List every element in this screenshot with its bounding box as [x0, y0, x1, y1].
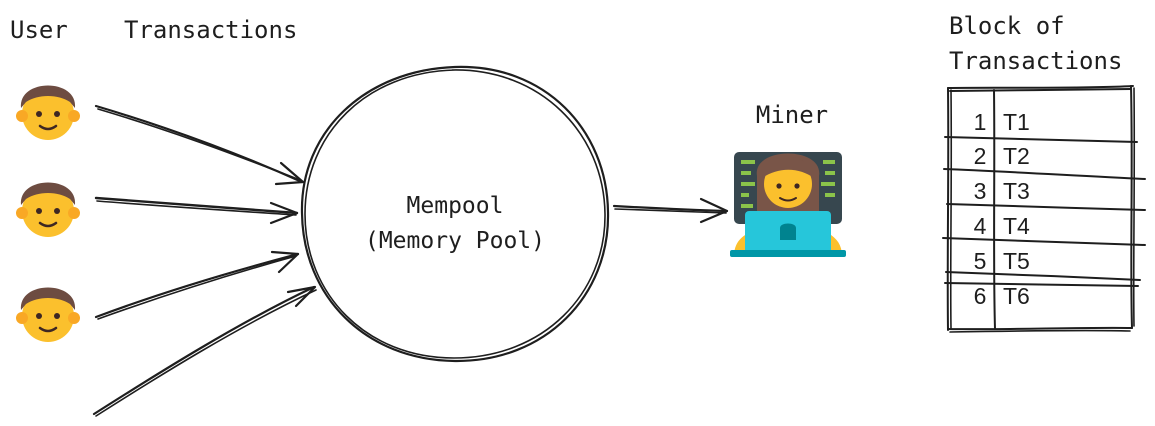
mempool-title: Mempool [407, 193, 504, 219]
block-row-5-index: 5 [974, 248, 987, 274]
block-row-3-tx: T3 [1003, 178, 1030, 204]
transaction-arrow-2 [94, 196, 299, 225]
transaction-arrow-3 [94, 250, 300, 320]
transaction-arrow-1 [94, 104, 305, 186]
block-row-2-tx: T2 [1003, 143, 1030, 169]
block-row-1-index: 1 [974, 109, 987, 135]
technologist-icon [730, 152, 846, 257]
mempool-circle [300, 65, 610, 363]
block-row-2-index: 2 [974, 143, 987, 169]
block-row-4-tx: T4 [1003, 213, 1030, 239]
block-row-5-tx: T5 [1003, 248, 1030, 274]
mempool-subtitle: (Memory Pool) [365, 228, 545, 254]
user-2-icon [14, 181, 82, 239]
user-3-icon [14, 286, 82, 344]
block-row-6-tx: T6 [1003, 283, 1030, 309]
transactions-column-label: Transactions [124, 16, 297, 44]
block-row-4-index: 4 [974, 213, 987, 239]
block-row-3-index: 3 [974, 178, 987, 204]
block-table [942, 85, 1146, 333]
miner-label: Miner [756, 101, 828, 129]
mempool-to-miner-arrow [612, 197, 729, 224]
block-title-line2: Transactions [949, 47, 1122, 75]
block-row-1-tx: T1 [1003, 109, 1030, 135]
transaction-arrow-4 [92, 285, 317, 417]
user-column-label: User [10, 16, 68, 44]
user-1-icon [14, 84, 82, 142]
block-title-line1: Block of [949, 12, 1065, 40]
block-row-6-index: 6 [974, 283, 987, 309]
